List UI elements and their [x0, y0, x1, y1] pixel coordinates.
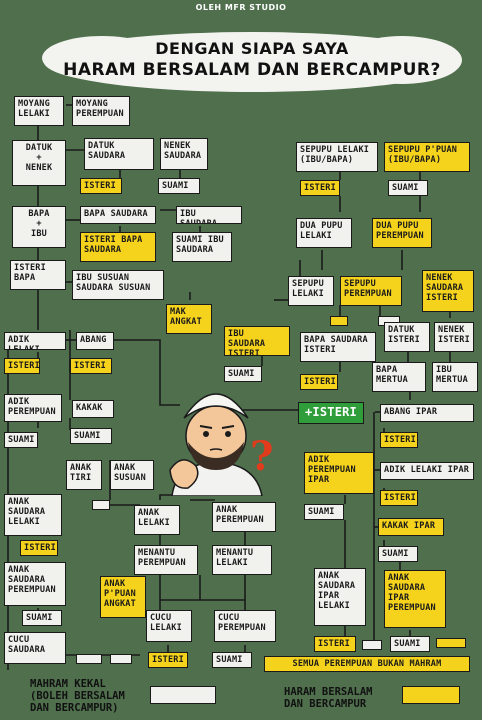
node-sepupu-ppuan: SEPUPU P'PUAN (IBU/BAPA) — [384, 142, 470, 172]
title-cloud-icon — [42, 32, 462, 92]
blank-box — [436, 638, 466, 648]
node-isteri-abang-ipar: ISTERI — [380, 432, 418, 448]
title-line-2: HARAM BERSALAM DAN BERCAMPUR? — [63, 60, 441, 80]
node-isteri-bapa: ISTERI BAPA — [10, 260, 66, 290]
node-sepupu-lelaki-2: SEPUPU LELAKI — [288, 276, 334, 306]
node-anak-saudara-lelaki: ANAK SAUDARA LELAKI — [4, 494, 62, 536]
node-suami-cucu: SUAMI — [212, 652, 252, 668]
node-anak-tiri: ANAK TIRI — [66, 460, 102, 490]
node-isteri-anak-saudara-ipar: ISTERI — [314, 636, 356, 652]
node-adik-lelaki: ADIK LELAKI — [4, 332, 66, 350]
node-datuk-saudara: DATUK SAUDARA — [84, 138, 154, 170]
node-suami-ibu-saudara: SUAMI IBU SAUDARA — [172, 232, 232, 262]
node-isteri-bapa-saudara-isteri: ISTERI — [300, 374, 338, 390]
node-anak-saudara-ipar-lelaki: ANAK SAUDARA IPAR LELAKI — [314, 568, 366, 626]
node-moyang-lelaki: MOYANG LELAKI — [14, 96, 64, 126]
node-suami-kakak: SUAMI — [70, 428, 112, 444]
blank-box — [110, 654, 132, 664]
node-isteri-self: +ISTERI — [298, 402, 364, 424]
legend-yellow-swatch — [402, 686, 460, 704]
node-isteri-abang: ISTERI — [70, 358, 112, 374]
node-anak-saudara-ipar-perempuan: ANAK SAUDARA IPAR PEREMPUAN — [384, 570, 446, 628]
node-ibu-susuan: IBU SUSUAN SAUDARA SUSUAN — [72, 270, 164, 300]
node-bapa-saudara: BAPA SAUDARA — [80, 206, 156, 224]
node-suami-anak-saudara: SUAMI — [22, 610, 62, 626]
node-nenek-isteri: NENEK ISTERI — [434, 322, 474, 352]
node-isteri-cucu: ISTERI — [148, 652, 188, 668]
node-cucu-saudara: CUCU SAUDARA — [4, 632, 66, 664]
node-dua-pupu-perempuan: DUA PUPU PEREMPUAN — [372, 218, 432, 248]
node-kakak-ipar: KAKAK IPAR — [378, 518, 444, 536]
node-datuk-nenek: DATUK + NENEK — [12, 140, 66, 186]
node-sepupu-lelaki: SEPUPU LELAKI (IBU/BAPA) — [296, 142, 378, 172]
node-suami-nenek-saudara: SUAMI — [158, 178, 200, 194]
node-suami-adik-perempuan: SUAMI — [4, 432, 38, 448]
node-kakak: KAKAK — [72, 400, 114, 418]
node-abang-ipar: ABANG IPAR — [380, 404, 474, 422]
node-anak-susuan: ANAK SUSUAN — [110, 460, 154, 490]
blank-box — [330, 316, 348, 326]
node-menantu-perempuan: MENANTU PEREMPUAN — [134, 545, 198, 575]
node-menantu-lelaki: MENANTU LELAKI — [212, 545, 272, 575]
node-dua-pupu-lelaki: DUA PUPU LELAKI — [296, 218, 352, 248]
thinking-man-icon — [169, 393, 263, 496]
node-cucu-lelaki: CUCU LELAKI — [146, 610, 192, 642]
node-bapa-mertua: BAPA MERTUA — [372, 362, 426, 392]
node-isteri-sepupu: ISTERI — [300, 180, 340, 196]
node-bapa-saudara-isteri: BAPA SAUDARA ISTERI — [300, 332, 376, 362]
node-isteri-datuk-saudara: ISTERI — [80, 178, 122, 194]
blank-box — [76, 654, 102, 664]
node-nenek-saudara: NENEK SAUDARA — [160, 138, 208, 170]
node-suami-kakak-ipar: SUAMI — [378, 546, 418, 562]
node-adik-perempuan: ADIK PEREMPUAN — [4, 394, 62, 422]
legend-white-swatch — [150, 686, 216, 704]
node-datuk-isteri: DATUK ISTERI — [384, 322, 430, 352]
node-bapa-ibu: BAPA + IBU — [12, 206, 66, 248]
node-suami-sepupu: SUAMI — [388, 180, 428, 196]
node-mak-angkat: MAK ANGKAT — [166, 304, 212, 334]
question-mark-icon: ? — [250, 433, 274, 480]
node-isteri-adik-lelaki: ISTERI — [4, 358, 40, 374]
node-adik-lelaki-ipar: ADIK LELAKI IPAR — [380, 462, 474, 480]
node-ibu-saudara-isteri: IBU SAUDARA ISTERI — [224, 326, 290, 356]
node-isteri-bapa-saudara: ISTERI BAPA SAUDARA — [80, 232, 156, 262]
legend: MAHRAM KEKAL (BOLEH BERSALAM DAN BERCAMP… — [0, 672, 482, 720]
node-semua-perempuan: SEMUA PEREMPUAN BUKAN MAHRAM — [264, 656, 470, 672]
legend-mahram-text: MAHRAM KEKAL (BOLEH BERSALAM DAN BERCAMP… — [30, 678, 125, 714]
node-nenek-saudara-isteri: NENEK SAUDARA ISTERI — [422, 270, 474, 312]
title-line-1: DENGAN SIAPA SAYA — [155, 39, 349, 58]
node-ibu-saudara: IBU SAUDARA — [176, 206, 242, 224]
node-abang: ABANG — [76, 332, 114, 350]
node-suami-anak-saudara-ipar: SUAMI — [390, 636, 430, 652]
node-isteri-anak-saudara: ISTERI — [20, 540, 58, 556]
node-moyang-perempuan: MOYANG PEREMPUAN — [72, 96, 130, 126]
credit-text: OLEH MFR STUDIO — [195, 3, 287, 12]
legend-haram-text: HARAM BERSALAM DAN BERCAMPUR — [284, 686, 373, 710]
node-anak-lelaki: ANAK LELAKI — [134, 505, 180, 535]
node-isteri-adik-lelaki-ipar: ISTERI — [380, 490, 418, 506]
node-adik-perempuan-ipar: ADIK PEREMPUAN IPAR — [304, 452, 374, 494]
node-ibu-mertua: IBU MERTUA — [432, 362, 478, 392]
node-sepupu-perempuan-2: SEPUPU PEREMPUAN — [340, 276, 402, 306]
node-anak-angkat: ANAK P'PUAN ANGKAT — [100, 576, 146, 618]
blank-box — [92, 500, 110, 510]
node-anak-saudara-perempuan: ANAK SAUDARA PEREMPUAN — [4, 562, 66, 606]
node-suami-adik-ipar: SUAMI — [304, 504, 344, 520]
node-suami-ibu-saudara-isteri: SUAMI — [224, 366, 262, 382]
node-cucu-perempuan: CUCU PEREMPUAN — [214, 610, 276, 642]
blank-box — [362, 640, 382, 650]
node-anak-perempuan: ANAK PEREMPUAN — [212, 502, 276, 532]
